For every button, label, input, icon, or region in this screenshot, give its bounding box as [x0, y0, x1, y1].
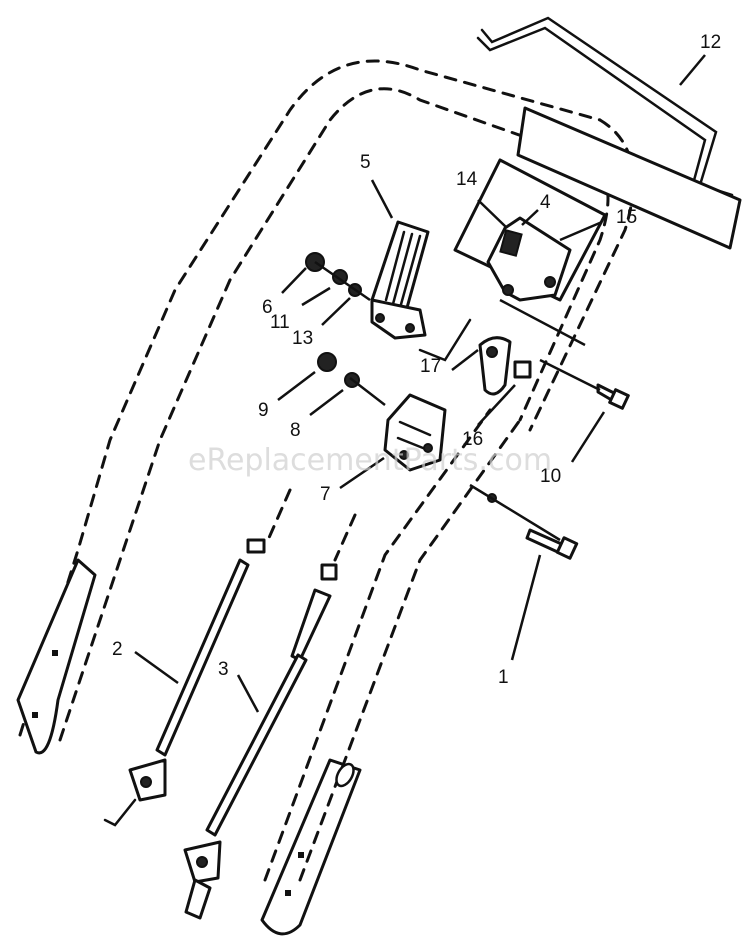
callout-11: 11 — [270, 312, 290, 333]
control-lever — [370, 220, 430, 340]
cable-3 — [183, 513, 357, 920]
hardware — [305, 252, 586, 406]
leader-lines — [134, 54, 706, 713]
bail-rod — [476, 16, 742, 250]
callout-10: 10 — [540, 466, 561, 487]
callout-14: 14 — [456, 169, 478, 190]
callout-8: 8 — [290, 420, 301, 441]
callout-16: 16 — [462, 429, 483, 450]
callout-12: 12 — [700, 32, 721, 53]
bolts — [469, 358, 630, 560]
callout-1: 1 — [498, 667, 509, 688]
watermark: eReplacementParts.com — [188, 443, 552, 478]
callout-9: 9 — [258, 400, 269, 421]
control-block — [383, 393, 447, 472]
callout-6: 6 — [262, 297, 273, 318]
callout-3: 3 — [218, 659, 229, 680]
callout-17: 17 — [420, 356, 441, 377]
callout-4: 4 — [540, 192, 551, 213]
callout-7: 7 — [320, 484, 331, 505]
callout-labels: 1 2 3 4 5 6 7 8 9 10 11 12 13 14 15 16 1… — [112, 32, 721, 688]
callout-15: 15 — [616, 207, 637, 228]
cable-2 — [103, 488, 292, 827]
callout-5: 5 — [360, 152, 371, 173]
callout-13: 13 — [292, 328, 313, 349]
cam-part — [418, 318, 532, 396]
lower-handle — [260, 408, 522, 936]
callout-2: 2 — [112, 639, 123, 660]
control-bracket — [453, 158, 607, 302]
